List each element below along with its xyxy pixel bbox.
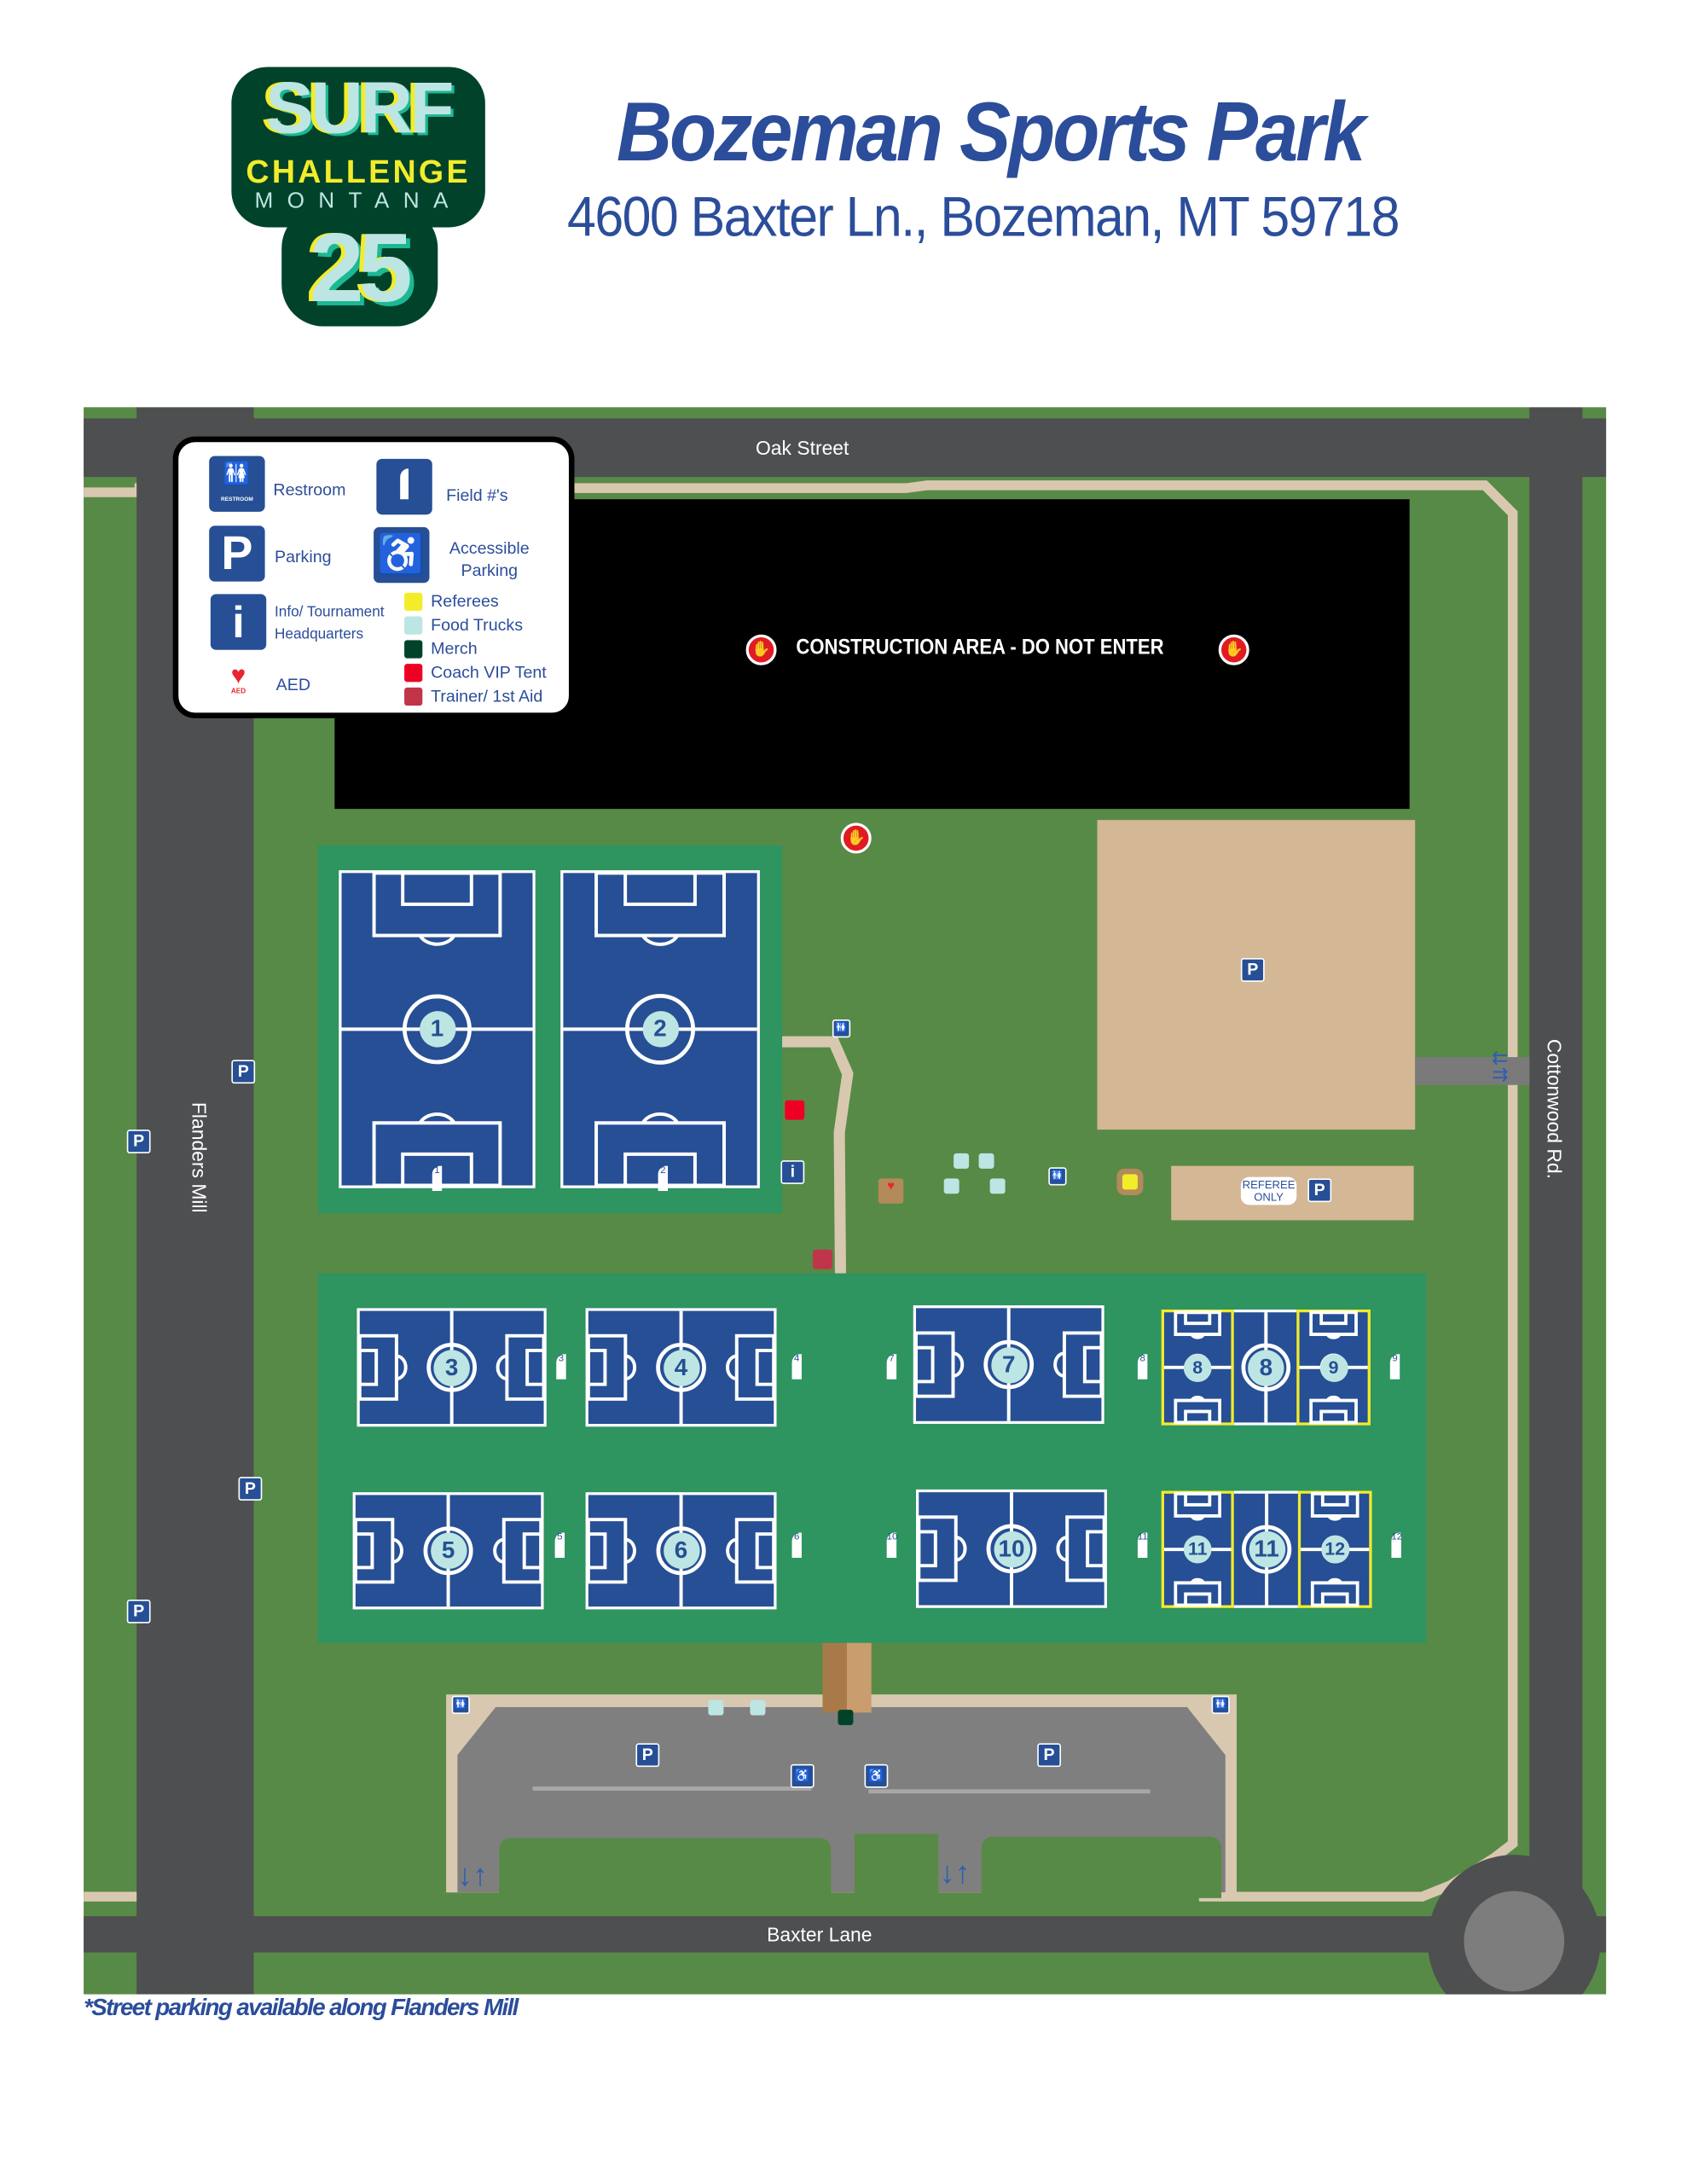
field-flag-icon: 3: [556, 1354, 566, 1380]
field-number: 11: [1248, 1531, 1285, 1568]
restroom-icon: 🚻: [1048, 1167, 1067, 1186]
cottonwood-road: [1529, 407, 1583, 1995]
restroom-icon: 🚻: [451, 1695, 470, 1715]
parking-island: [855, 1833, 939, 1896]
cottonwood-label: Cottonwood Rd.: [1543, 1038, 1566, 1179]
field-number: 3: [433, 1349, 470, 1386]
field-number: 10: [993, 1531, 1030, 1567]
legend-swatch: [404, 640, 423, 659]
stop-hand-icon: ✋: [1218, 634, 1249, 665]
parking-icon: P: [209, 526, 265, 582]
legend-swatch-label: Coach VIP Tent: [431, 662, 547, 682]
info-icon: i: [780, 1160, 805, 1184]
field-flag-icon: 8: [1137, 1354, 1148, 1380]
entry-arrows-icon: ↓↑: [457, 1857, 489, 1893]
food-truck: [989, 1178, 1006, 1194]
field-flag-icon: 10: [886, 1532, 897, 1558]
legend-swatch-label: Food Trucks: [431, 614, 524, 635]
referee-only-label: REFEREE ONLY: [1240, 1176, 1297, 1205]
legend-swatch-label: Merch: [431, 638, 478, 659]
flanders-mill-label: Flanders Mill: [188, 1101, 211, 1213]
food-truck: [750, 1699, 766, 1716]
field-number: 5: [430, 1532, 467, 1570]
parking-icon: P: [231, 1060, 256, 1084]
food-truck: [708, 1699, 724, 1716]
restroom-icon: 🚻RESTROOM: [209, 456, 265, 512]
accessible-parking-icon: ♿: [790, 1763, 815, 1788]
aed-icon: ♥AED: [230, 660, 246, 696]
entry-arrows-icon: ↓↑: [939, 1855, 971, 1891]
field-number: 9: [1319, 1353, 1348, 1382]
parking-icon: P: [126, 1130, 151, 1153]
page-title: Bozeman Sports Park: [616, 84, 1366, 179]
food-truck: [954, 1153, 970, 1169]
parking-icon: P: [1037, 1743, 1062, 1768]
field-flag-icon: 7: [886, 1354, 897, 1380]
surf-challenge-logo: SURF CHALLENGE MONTANA 25: [231, 67, 485, 327]
field-flag-icon: 6: [791, 1532, 802, 1558]
construction-label: CONSTRUCTION AREA - DO NOT ENTER: [796, 636, 1164, 660]
stop-hand-icon: ✋: [840, 822, 872, 854]
legend-swatch-label: Trainer/ 1st Aid: [431, 686, 543, 706]
field-number: 1: [419, 1011, 455, 1048]
roundabout-island: [1464, 1891, 1565, 1992]
street-parking-note: *Street parking available along Flanders…: [84, 1994, 519, 2021]
field-flag-icon: 2: [658, 1165, 669, 1192]
parking-island: [981, 1836, 1221, 1898]
baxter-lane-label: Baxter Lane: [767, 1923, 872, 1946]
field-flag-icon: [376, 458, 432, 515]
parking-island: [499, 1838, 832, 1900]
trainer-first-aid-tent: [813, 1249, 832, 1269]
oak-street-label: Oak Street: [756, 436, 849, 459]
lot-access-road: [1415, 1057, 1530, 1085]
aed-station: ♥: [878, 1178, 904, 1204]
field-number: 8: [1183, 1353, 1212, 1382]
field-flag-icon: 4: [791, 1354, 802, 1380]
info-icon: i: [210, 594, 267, 650]
field-flag-icon: 5: [554, 1532, 565, 1558]
parking-icon: P: [1307, 1178, 1332, 1203]
baxter-lane: [84, 1916, 1607, 1953]
map-legend: 🚻RESTROOM Restroom Field #'s P Parking ♿…: [172, 436, 575, 718]
referee-tent: [1122, 1174, 1138, 1190]
parking-icon: P: [1240, 958, 1265, 982]
food-truck: [978, 1153, 994, 1169]
field-number: 11: [1183, 1535, 1212, 1564]
field-flag-icon: 12: [1391, 1532, 1402, 1558]
field-number: 4: [663, 1349, 699, 1386]
coach-vip-tent: [785, 1100, 805, 1120]
parking-icon: P: [126, 1600, 151, 1623]
legend-swatch: [404, 616, 423, 635]
address: 4600 Baxter Ln., Bozeman, MT 59718: [567, 187, 1400, 248]
field-number: 7: [990, 1346, 1027, 1383]
legend-swatch: [404, 687, 423, 706]
parking-icon: P: [635, 1743, 660, 1768]
field-flag-icon: 9: [1389, 1354, 1400, 1380]
legend-swatch-label: Referees: [431, 591, 499, 611]
field-flag-icon: 1: [432, 1165, 443, 1192]
accessible-parking-icon: ♿: [864, 1763, 889, 1788]
food-truck: [943, 1178, 959, 1194]
field-flag-icon: 11: [1137, 1532, 1148, 1558]
restroom-icon: 🚻: [1211, 1695, 1230, 1715]
merch-tent: [838, 1710, 854, 1726]
restroom-icon: 🚻: [832, 1019, 851, 1038]
legend-swatch: [404, 592, 423, 611]
stop-hand-icon: ✋: [745, 634, 777, 665]
field-number: 2: [641, 1011, 679, 1048]
two-way-arrows-icon: ⇇⇉: [1492, 1046, 1509, 1085]
soccer-field: [352, 1492, 544, 1610]
field-number: 12: [1320, 1535, 1349, 1564]
accessible-icon: ♿: [374, 526, 430, 584]
field-number: 6: [663, 1532, 699, 1570]
parking-icon: P: [238, 1477, 263, 1501]
field-number: 8: [1248, 1349, 1284, 1386]
legend-swatch: [404, 664, 423, 682]
